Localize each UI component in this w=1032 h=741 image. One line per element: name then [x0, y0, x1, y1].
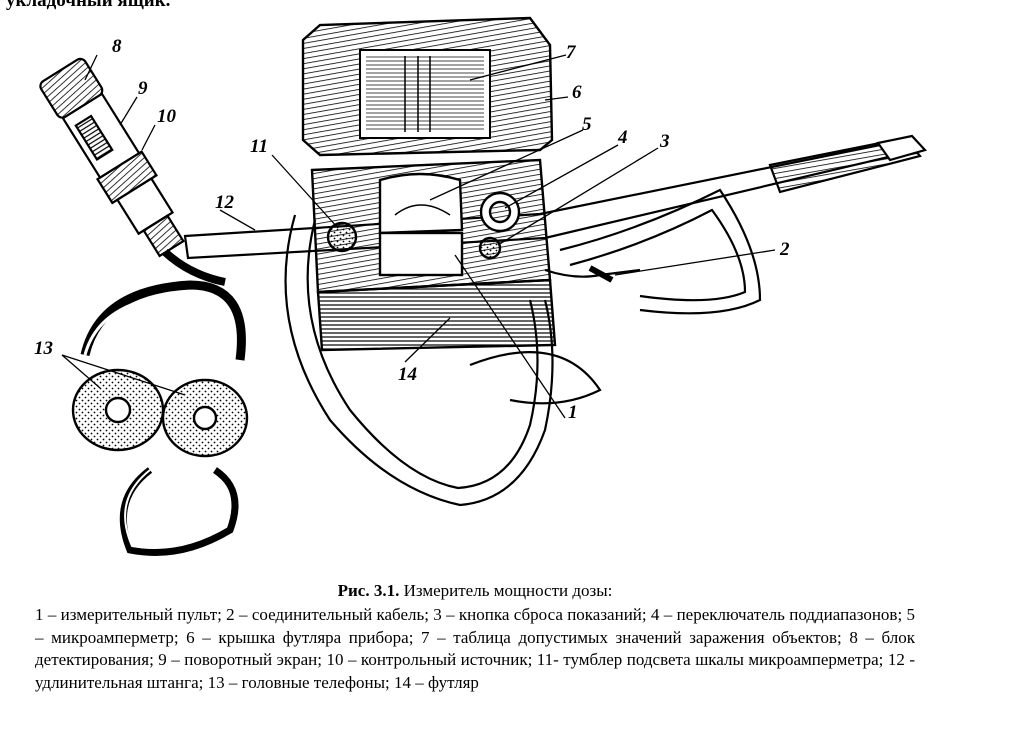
callout-2: 2	[779, 239, 790, 260]
callout-7: 7	[566, 42, 577, 63]
caption-figure-title: Измеритель мощности дозы:	[403, 581, 613, 600]
caption-figure-number: Рис. 3.1.	[337, 581, 400, 600]
callout-6: 6	[572, 82, 582, 103]
callout-12: 12	[215, 192, 235, 213]
callout-8: 8	[112, 36, 122, 57]
callout-13: 13	[34, 338, 53, 359]
callout-3: 3	[659, 131, 670, 152]
callout-5: 5	[582, 114, 592, 135]
previous-page-text-fragment: укладочный ящик.	[6, 0, 171, 11]
callout-9: 9	[138, 78, 148, 99]
headphones	[71, 280, 249, 556]
extension-rod	[183, 134, 928, 260]
dose-rate-meter-illustration: 1 2 3 4 5 6 7 8 9 10 11 12 13 14	[34, 16, 928, 556]
caption-heading: Рис. 3.1. Измеритель мощности дозы:	[35, 580, 915, 602]
callout-14: 14	[398, 364, 417, 385]
connecting-cable	[544, 265, 641, 283]
figure-caption: Рис. 3.1. Измеритель мощности дозы: 1 – …	[35, 580, 915, 694]
measuring-console	[310, 158, 557, 352]
case-lid	[301, 16, 554, 157]
callout-leader-lines	[61, 54, 776, 419]
callout-10: 10	[157, 106, 177, 127]
caption-legend: 1 – измерительный пульт; 2 – соединитель…	[35, 605, 915, 692]
detector-probe	[39, 57, 226, 286]
callout-4: 4	[617, 127, 628, 148]
callout-11: 11	[250, 136, 268, 157]
callout-1: 1	[568, 402, 578, 423]
